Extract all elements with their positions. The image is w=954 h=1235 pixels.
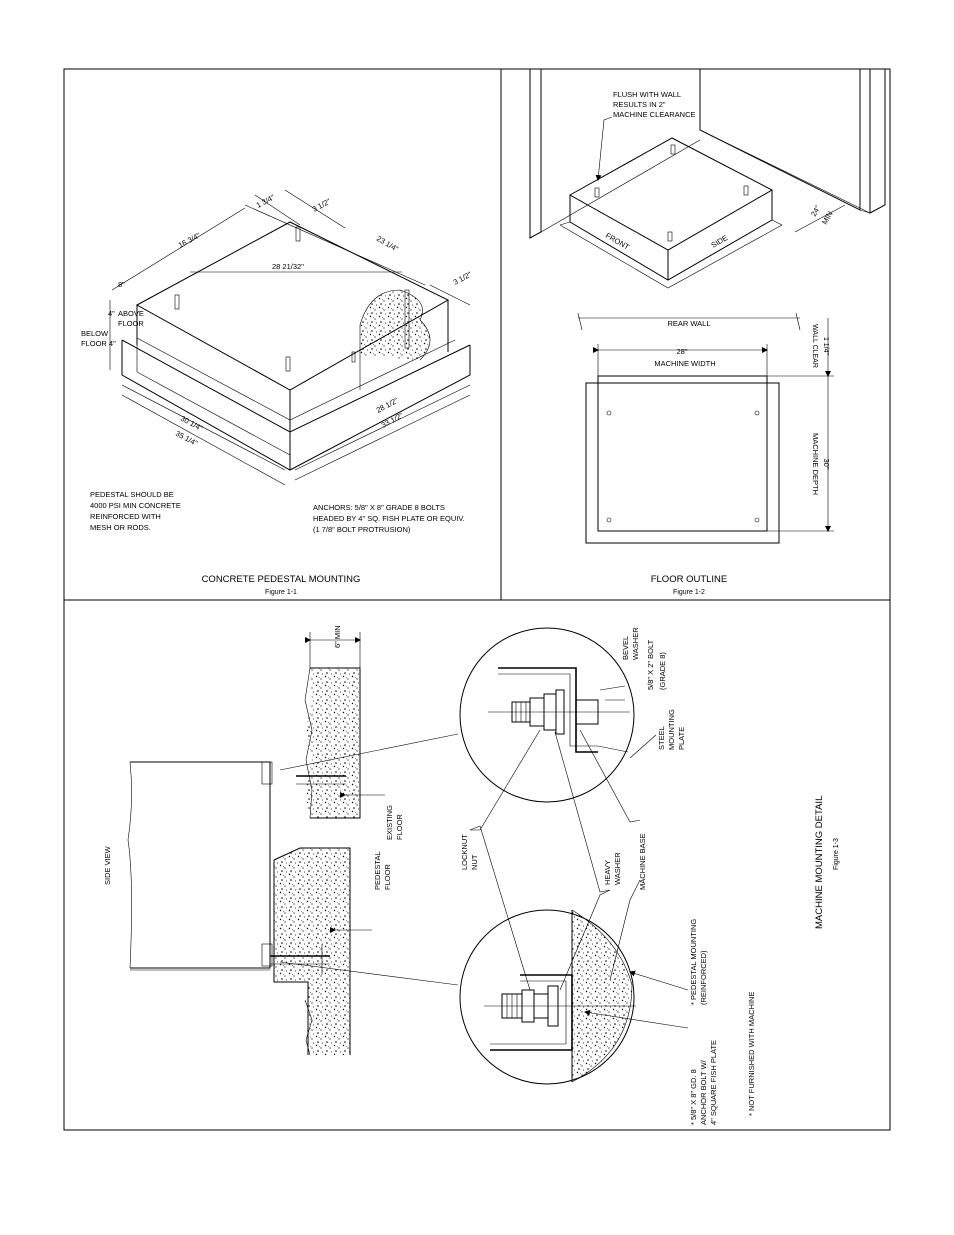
steel-plate-label: PLATE [677,727,686,750]
dim-28-1-2: 28 1/2" [375,396,400,415]
side-view-labels: 6" MIN SIDE VIEW EXISTING FLOOR PEDESTAL… [103,625,404,890]
note-left-line: MESH OR RODS. [90,523,151,532]
locknut-label: NUT [470,854,479,870]
flush-note-line: FLUSH WITH WALL [613,90,681,99]
machine-base-label: MACHINE BASE [638,833,647,890]
note-left-line: 4000 PSI MIN CONCRETE [90,501,181,510]
anchor-spec-label: * 5/8" X 8" GD. 8 [689,1069,698,1125]
steel-plate-label: MOUNTING [667,709,676,750]
detail-circle-top [459,627,635,803]
fig3-title: MACHINE MOUNTING DETAIL [814,796,825,929]
detail-circle-bottom [459,909,636,1085]
dim-28-21-32: 28 21/32" [272,262,304,271]
pedestal-mounting-label: (REINFORCED) [699,950,708,1005]
min-dim-label: 24" [809,204,822,218]
depth-dim-label: 30" [822,458,831,469]
heavy-washer-label: HEAVY [603,860,612,885]
bolt-spec-label: (GRADE 8) [658,652,667,690]
not-furnished-label: * NOT FURNISHED WITH MACHINE [747,992,756,1116]
side-label: SIDE [710,233,730,250]
detail-leaders [469,685,689,1029]
dim-16-3-4: 16 3/4" [177,231,202,250]
anchor-spec-label: ANCHOR BOLT W/ [699,1059,708,1125]
above-label: ABOVE [118,309,144,318]
anchor-spec-label: 4" SQUARE FISH PLATE [709,1040,718,1125]
width-dim-label: 28" [676,347,687,356]
pedestal-mounting-label: * PEDESTAL MOUNTING [689,919,698,1005]
fig1-title: CONCRETE PEDESTAL MOUNTING [202,574,361,585]
bevel-washer-label: BEVEL [621,636,630,660]
fig2-number: Figure 1-2 [673,589,705,596]
above-num: 4" [108,309,115,318]
heavy-washer-label: WASHER [613,852,622,885]
bolt-spec-label: 5/8" X 2" BOLT [646,639,655,690]
wall-clear-label: WALL CLEAR [811,324,818,368]
floor-outline-labels: REAR WALL 28" MACHINE WIDTH 30" MACHINE … [654,319,831,495]
pedestal-floor-label: FLOOR [383,864,392,890]
side-view-section [127,632,459,1056]
dim-33-1-2: 33 1/2" [380,411,405,430]
floor-isometric-labels: FLUSH WITH WALL RESULTS IN 2" MACHINE CL… [604,90,835,252]
existing-floor-label: EXISTING [385,805,394,840]
rear-wall-label: REAR WALL [667,319,710,328]
note-left-line: PEDESTAL SHOULD BE [90,490,174,499]
below-floor-label: FLOOR 4" [81,339,116,348]
front-label: FRONT [604,231,631,252]
dim-3-1-2-top: 3 1/2" [311,197,333,214]
fig2-title: FLOOR OUTLINE [651,574,728,585]
dim-3-1-2-side: 3 1/2" [452,270,474,287]
fig3-number: Figure 1-3 [833,838,840,870]
flush-note-line: MACHINE CLEARANCE [613,110,696,119]
min-dim-label: 6" MIN [333,625,342,648]
side-view-label: SIDE VIEW [103,845,112,885]
dim-23-1-4: 23 1/4" [375,234,400,254]
machine-depth-label: MACHINE DEPTH [811,433,820,495]
dim-30-1-4: 30 1/4" [179,414,204,433]
existing-floor-label: FLOOR [395,814,404,840]
floor-outline-plan [577,312,834,544]
note-right-line: (1 7/8" BOLT PROTRUSION) [313,525,411,534]
pedestal-floor-label: PEDESTAL [373,851,382,890]
dim-8: 8" [118,280,125,289]
fig1-number: Figure 1-1 [265,589,297,596]
note-right-line: HEADED BY 4" SQ. FISH PLATE OR EQUIV. [313,514,465,523]
note-left-line: REINFORCED WITH [90,512,161,521]
detail-labels: BEVEL WASHER 5/8" X 2" BOLT (GRADE 8) ST… [460,627,756,1125]
flush-note-line: RESULTS IN 2" [613,100,666,109]
pedestal-drawing [121,221,471,471]
locknut-label: LOCKNUT [460,834,469,870]
dim-35-1-4: 35 1/4" [174,429,199,448]
wall-dim-label: 1 1/4" [822,337,829,356]
machine-width-label: MACHINE WIDTH [654,359,715,368]
note-right-line: ANCHORS: 5/8" X 8" GRADE 8 BOLTS [313,503,445,512]
steel-plate-label: STEEL [657,726,666,750]
drawing-frame [63,68,891,1131]
below-label: BELOW [81,329,109,338]
pedestal-notes: PEDESTAL SHOULD BE 4000 PSI MIN CONCRETE… [90,490,465,534]
above-floor-label: FLOOR [118,319,144,328]
floor-isometric-view [529,69,886,289]
pedestal-dimension-lines [109,189,471,486]
bevel-washer-label: WASHER [631,627,640,660]
